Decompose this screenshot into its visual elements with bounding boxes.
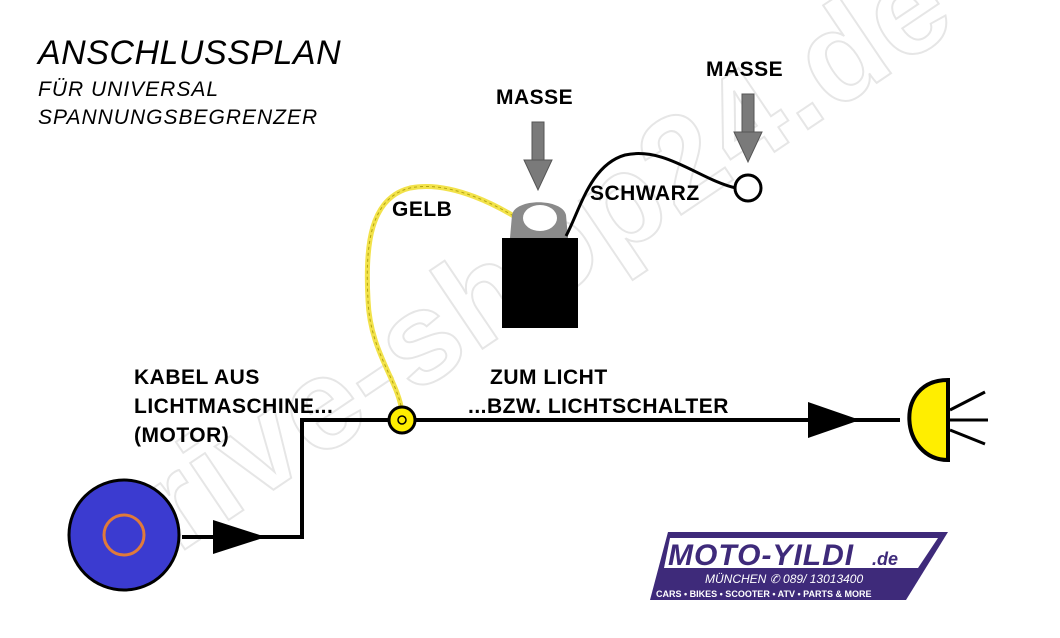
label-gelb: GELB — [392, 198, 453, 221]
label-source-line-3: (MOTOR) — [134, 424, 230, 447]
logo-city-phone: MÜNCHEN ✆ 089/ 13013400 — [705, 572, 863, 586]
logo-tagline: CARS • BIKES • SCOOTER • ATV • PARTS & M… — [656, 589, 871, 599]
logo-brand: MOTO-YILDI — [668, 539, 854, 572]
masse-arrow-center — [523, 121, 553, 192]
label-schwarz: SCHWARZ — [590, 182, 700, 205]
moto-yildi-logo: MOTO-YILDI .de MÜNCHEN ✆ 089/ 13013400 C… — [650, 532, 948, 600]
arrow-to-light — [808, 402, 860, 438]
motor-ring — [102, 513, 146, 557]
motor-generator-icon — [67, 478, 181, 592]
label-source-line-2: LICHTMASCHINE... — [134, 395, 334, 418]
junction-dot — [397, 415, 407, 425]
arrow-to-junction — [213, 520, 266, 554]
label-dest-line-2: ...BZW. LICHTSCHALTER — [468, 395, 729, 418]
headlamp-icon — [907, 377, 950, 463]
label-dest-line-1: ZUM LICHT — [490, 366, 608, 389]
subtitle-line-2: SPANNUNGSBEGRENZER — [38, 106, 319, 129]
ground-terminal-icon — [733, 173, 763, 203]
subtitle-line-1: FÜR UNIVERSAL — [38, 78, 220, 101]
label-source-line-1: KABEL AUS — [134, 366, 260, 389]
light-rays — [949, 390, 988, 446]
page-title: ANSCHLUSSPLAN — [38, 34, 342, 72]
yellow-wire-outline — [366, 186, 536, 413]
masse-arrow-right — [733, 93, 763, 164]
junction-icon — [387, 405, 417, 435]
black-wire — [564, 152, 737, 237]
regulator-body — [502, 238, 578, 328]
logo-tld: .de — [872, 549, 898, 569]
label-masse-center: MASSE — [496, 86, 574, 109]
label-masse-right: MASSE — [706, 58, 784, 81]
mount-hole — [523, 205, 557, 231]
